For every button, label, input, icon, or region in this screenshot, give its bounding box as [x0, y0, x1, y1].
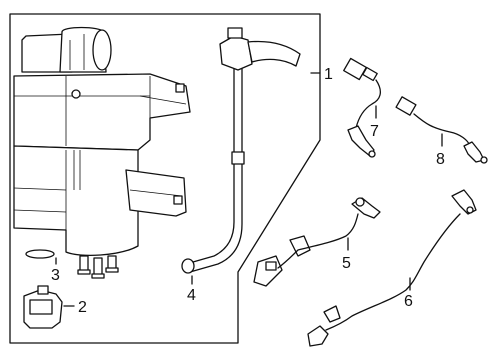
callout-8: 8	[436, 151, 445, 168]
assembly-frame	[9, 13, 321, 344]
callout-4: 4	[187, 287, 196, 304]
oxygen-sensor-5	[253, 197, 381, 287]
canister-assembly	[13, 26, 191, 279]
callout-2: 2	[78, 299, 87, 316]
callout-7: 7	[370, 123, 379, 140]
callout-1: 1	[324, 66, 333, 83]
callout-3: 3	[51, 267, 60, 284]
purge-valve	[23, 285, 63, 329]
callout-5: 5	[342, 255, 351, 272]
oxygen-sensor-7	[343, 57, 382, 158]
vent-hose	[181, 27, 301, 274]
callout-6: 6	[404, 293, 413, 310]
oxygen-sensor-8	[395, 96, 488, 164]
oxygen-sensor-6	[307, 189, 477, 347]
o-ring	[25, 249, 55, 259]
